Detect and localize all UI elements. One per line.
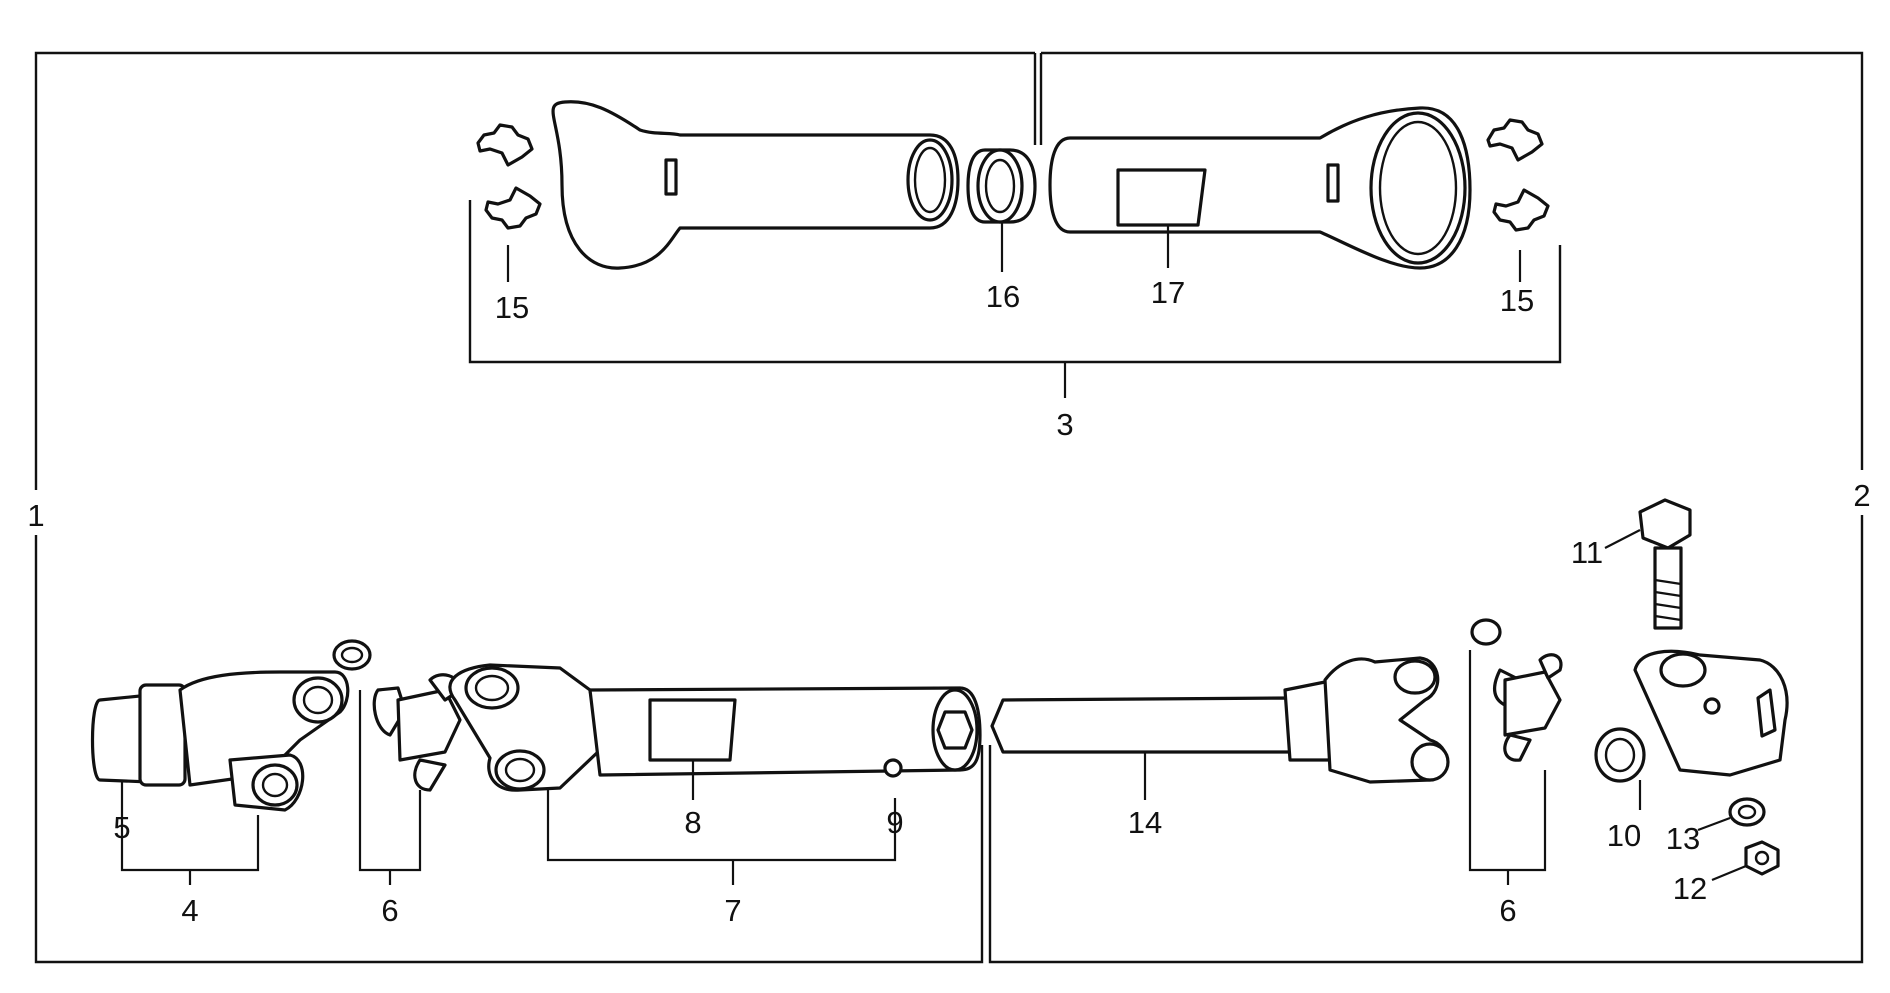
guard-clamp-left	[476, 123, 542, 282]
callout-15-left: 15	[495, 290, 529, 325]
hex-nut	[1711, 840, 1780, 882]
assembly-bracket-2	[988, 51, 1864, 964]
callout-3: 3	[1056, 407, 1073, 442]
callout-12: 12	[1673, 871, 1707, 906]
callout-13: 13	[1666, 821, 1700, 856]
guard-bearing-ring	[966, 148, 1037, 272]
callout-11: 11	[1571, 535, 1603, 570]
callout-4: 4	[181, 893, 198, 928]
callout-7: 7	[724, 893, 741, 928]
washer	[1697, 797, 1766, 832]
clamp-bolt	[1604, 498, 1692, 630]
clamp-yoke	[1594, 649, 1789, 810]
cross-kit-left	[332, 639, 462, 885]
cross-kit-right	[1468, 618, 1563, 885]
outer-tube-half	[448, 663, 982, 885]
callout-6-left: 6	[381, 893, 398, 928]
callout-17: 17	[1151, 275, 1185, 310]
guard-clamp-right	[1486, 118, 1550, 282]
callout-15-right: 15	[1500, 283, 1534, 318]
yoke-assembly-left	[90, 670, 350, 885]
callout-8: 8	[684, 805, 701, 840]
callout-6-right: 6	[1499, 893, 1516, 928]
inner-guard-tube	[1048, 106, 1472, 270]
guard-group-bracket	[468, 200, 1562, 398]
callout-2: 2	[1853, 478, 1870, 513]
callout-10: 10	[1607, 818, 1641, 853]
inner-profile-shaft	[990, 656, 1450, 800]
callout-1: 1	[27, 498, 44, 533]
callout-9: 9	[886, 805, 903, 840]
callout-14: 14	[1128, 805, 1162, 840]
callout-16: 16	[986, 279, 1020, 314]
outer-guard-tube	[551, 100, 960, 270]
callout-5: 5	[113, 810, 130, 845]
assembly-bracket-1	[34, 51, 1035, 964]
